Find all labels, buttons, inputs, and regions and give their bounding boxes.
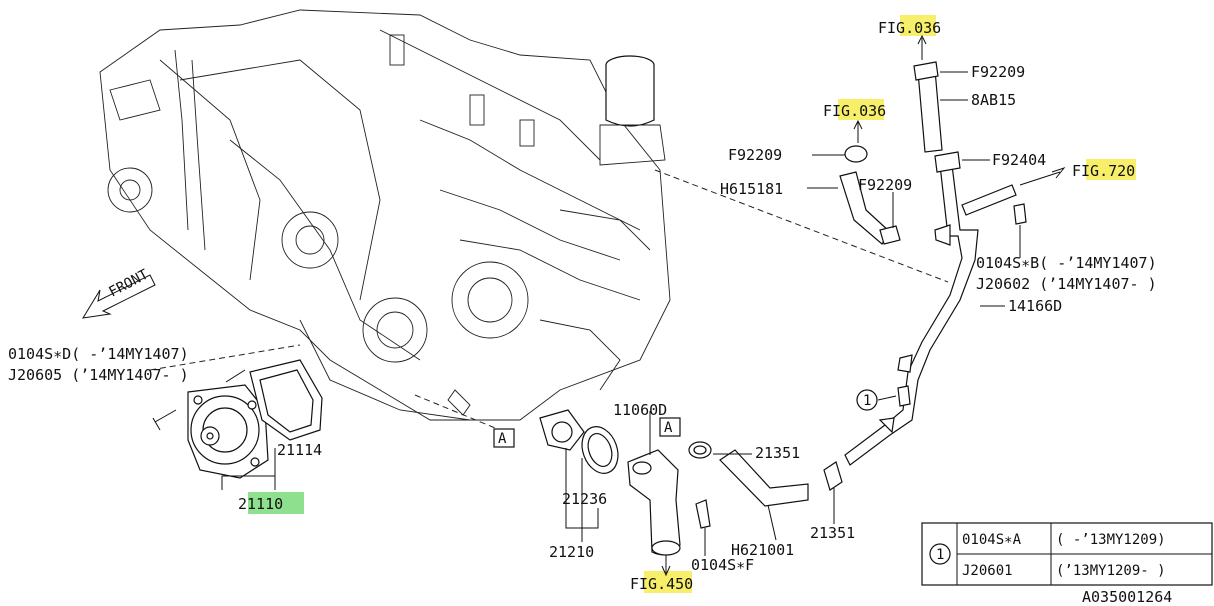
label-j20602: J20602 (’14MY1407- ) [976,275,1157,293]
clamp-21351-bot [823,461,843,491]
label-0104sf: 0104S∗F [691,556,754,574]
clamp-21351-top [688,441,712,459]
leader-pipe-dash [654,169,949,283]
thermostat-housing [627,449,681,556]
highlight-21110 [248,492,304,514]
legend-row2-part: J20601 [962,563,1013,579]
label-21351-bot: 21351 [810,524,855,542]
label-21210: 21210 [549,543,594,561]
label-fig-top: FIG.036 [878,19,941,37]
pipe-branch [961,184,1017,216]
label-fig-bottom: FIG.450 [630,575,693,593]
bolt-0104sb [1013,203,1027,225]
leader-lines [221,34,1066,577]
label-f92209-mid: F92209 [858,176,912,194]
label-11060d: 11060D [613,401,667,419]
highlight-fig-mid [838,99,884,120]
label-21236: 21236 [562,490,607,508]
oil-filter [599,55,666,166]
label-f92209-top: F92209 [971,63,1025,81]
label-0104sd: 0104S∗D( -’14MY1407) [8,345,189,363]
gasket-inner [259,369,314,433]
legend-number: 1 [936,547,944,563]
pipe-14166d [844,164,979,466]
label-j20605: J20605 (’14MY1407- ) [8,366,189,384]
label-f92404: F92404 [992,151,1046,169]
highlight-fig-top [900,15,936,36]
engine-assembly [99,9,671,421]
ref-a-left-label: A [498,431,507,447]
label-h615181: H615181 [720,180,783,198]
label-0104sb: 0104S∗B( -’14MY1407) [976,254,1157,272]
highlight-fig-bottom [644,571,692,593]
housing-bolt [695,499,711,529]
callout-1: 1 [856,389,878,411]
diagram-code: A035001264 [1082,588,1172,606]
leader-pump-dash [149,344,301,371]
legend-row1-part: 0104S∗A [962,532,1022,548]
label-21110: 21110 [238,495,283,513]
clamp-f92404 [934,151,961,173]
ref-a-right-label: A [664,420,673,436]
ref-box-a-right: A [659,417,681,437]
clamp-f92209-top [913,61,939,81]
legend-row1-range: ( -’13MY1209) [1056,532,1166,548]
clamp-f92209-mid [879,225,901,245]
callout-1-label: 1 [863,393,871,409]
front-arrow: FRONT [82,266,156,319]
highlight-fig-right [1086,159,1136,180]
thermostat [539,409,585,451]
label-14166d: 14166D [1008,297,1062,315]
label-8ab15: 8AB15 [971,91,1016,109]
label-fig-mid: FIG.036 [823,102,886,120]
clamp-f92209-left [844,145,868,163]
leader-a-dash [414,394,501,431]
label-f92209-left: F92209 [728,146,782,164]
front-label: FRONT [106,266,151,300]
ref-box-a-left: A [493,428,515,448]
legend-row2-range: (’13MY1209- ) [1056,563,1166,579]
label-fig-right: FIG.720 [1072,162,1135,180]
pump-bolt [152,409,177,431]
label-h621001: H621001 [731,541,794,559]
hose-8ab15 [917,69,943,153]
legend-table: 1 0104S∗A ( -’13MY1209) J20601 (’13MY120… [921,522,1213,586]
label-21351-top: 21351 [755,444,800,462]
bolt-callout1 [897,385,911,407]
hose-h621001 [719,449,809,507]
water-pump [187,384,269,479]
label-21114: 21114 [277,441,322,459]
